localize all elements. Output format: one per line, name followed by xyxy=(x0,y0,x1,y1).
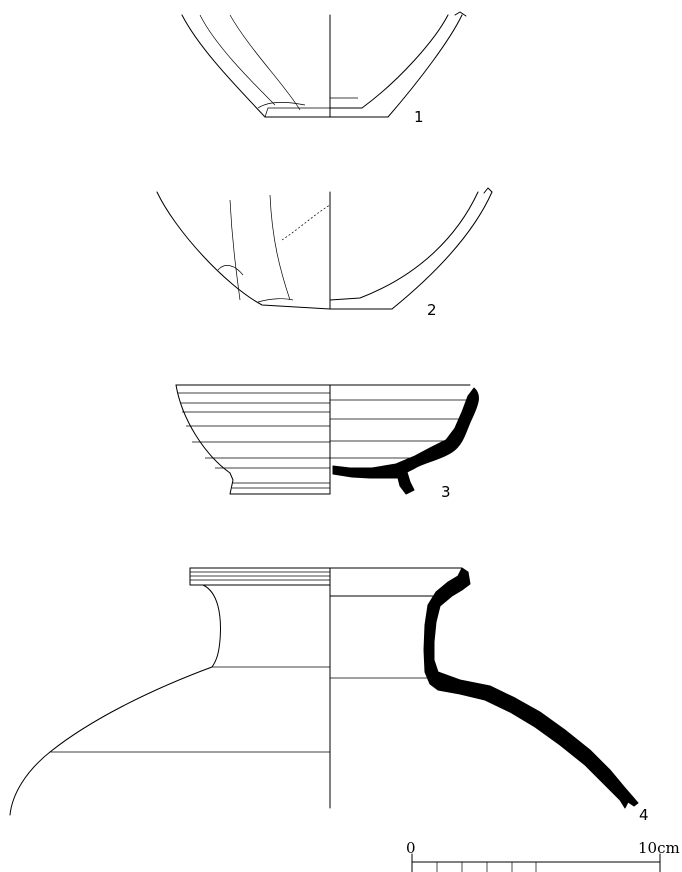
figure-label-3: 3 xyxy=(441,483,451,501)
vessel-4 xyxy=(9,567,639,816)
figure-label-4: 4 xyxy=(639,806,649,824)
vessel-2 xyxy=(156,187,493,310)
figure-label-2: 2 xyxy=(427,301,437,319)
figure-label-1: 1 xyxy=(414,108,424,126)
scale-bar-end-label: 10cm xyxy=(638,839,680,857)
scale-bar-start-label: 0 xyxy=(406,839,416,857)
vessel-1 xyxy=(181,11,467,118)
vessel-3 xyxy=(175,384,479,495)
scale-bar-graphic xyxy=(411,853,661,872)
